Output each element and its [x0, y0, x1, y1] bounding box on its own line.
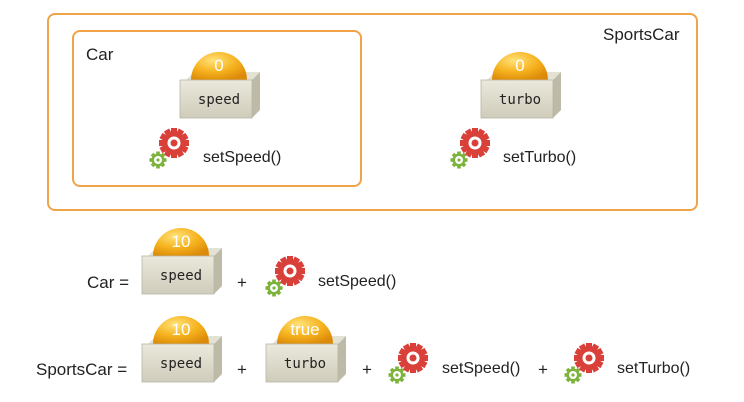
variable-sphere-box-icon — [141, 227, 223, 295]
sportscar-turbo-variable: 0 turbo — [477, 42, 563, 122]
variable-value: 0 — [214, 56, 224, 75]
variable-value: 0 — [515, 56, 525, 75]
sportscar-class-title: SportsCar — [603, 25, 680, 44]
sportscar-method-setturbo: setTurbo() — [503, 149, 577, 166]
variable-sphere-box-icon — [141, 315, 223, 383]
plus-sign: + — [538, 360, 548, 379]
car-class-frame — [72, 30, 362, 187]
variable-sphere-box-icon — [265, 315, 347, 383]
variable-name: speed — [197, 92, 241, 108]
sportscar-equation-setturbo: setTurbo() — [617, 360, 691, 377]
variable-value: 10 — [171, 232, 191, 251]
sportscar-equation-speed-variable: 10 speed — [138, 306, 224, 386]
sportscar-equation-turbo-variable: true turbo — [262, 306, 348, 386]
sportscar-class-frame — [47, 13, 698, 211]
plus-sign: + — [237, 360, 247, 379]
car-equation-method: setSpeed() — [318, 273, 397, 290]
sportscar-equation-lhs: SportsCar = — [36, 360, 128, 379]
car-speed-variable: 0 speed — [176, 42, 262, 122]
car-method-setspeed: setSpeed() — [203, 149, 282, 166]
variable-name: turbo — [283, 356, 327, 372]
gear-icon — [561, 341, 607, 387]
car-equation-lhs: Car = — [87, 273, 130, 292]
variable-name: turbo — [498, 92, 542, 108]
variable-sphere-box-icon — [480, 51, 562, 119]
car-equation-speed-variable: 10 speed — [138, 218, 224, 298]
sportscar-equation-setspeed: setSpeed() — [442, 360, 521, 377]
gear-icon — [447, 126, 493, 172]
plus-sign: + — [237, 273, 247, 292]
gear-icon — [146, 126, 192, 172]
plus-sign: + — [362, 360, 372, 379]
variable-name: speed — [159, 356, 203, 372]
variable-value: 10 — [171, 320, 191, 339]
gear-icon — [262, 254, 308, 300]
variable-value: true — [290, 320, 320, 339]
variable-name: speed — [159, 268, 203, 284]
gear-icon — [385, 341, 431, 387]
car-class-title: Car — [86, 45, 114, 64]
variable-sphere-box-icon — [179, 51, 261, 119]
